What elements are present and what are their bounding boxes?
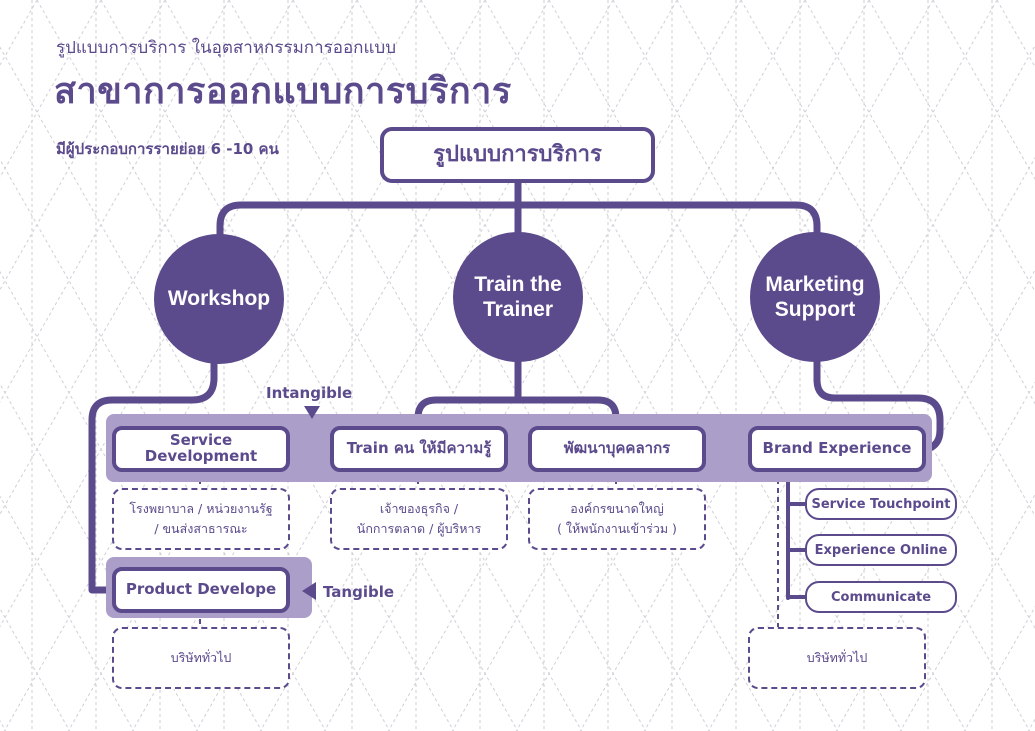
train-audience-box: เจ้าของธุรกิจ / นักการตลาด / ผู้บริหาร — [330, 488, 508, 550]
train-knowledge-node: Train คน ให้มีความรู้ — [330, 426, 508, 472]
service-dev-line2: Development — [144, 447, 258, 465]
train-bus — [414, 396, 620, 434]
service-audience-line2: / ขนส่งสาธารณะ — [154, 521, 248, 536]
subtitle: รูปแบบการบริการ ในอุตสาหกรรมการออกแบบ — [56, 38, 397, 58]
service-development-node: Service Development — [112, 426, 290, 472]
brand-child-experience-online: Experience Online — [805, 534, 957, 566]
brand-experience-node: Brand Experience — [748, 426, 926, 472]
product-develope-node: Product Develope — [112, 567, 290, 613]
intangible-label: Intangible — [266, 384, 353, 402]
marketing-support-circle: Marketing Support — [750, 232, 880, 362]
brand-child-communicate: Communicate — [805, 581, 957, 613]
marketing-label-line1: Marketing — [765, 272, 865, 296]
personnel-dev-label: พัฒนาบุคคลากร — [563, 439, 671, 458]
brand-child-service-touchpoint: Service Touchpoint — [805, 488, 957, 520]
service-dev-line1: Service — [169, 431, 233, 450]
personnel-audience-line2: ( ให้พนักงานเข้าร่วม ) — [557, 521, 677, 536]
brand-child-label: Experience Online — [814, 542, 948, 558]
workshop-link — [88, 356, 218, 594]
train-label-line1: Train the — [474, 272, 562, 296]
workshop-label: Workshop — [167, 287, 271, 311]
note: มีผู้ประกอบการรายย่อย 6 -10 คน — [56, 140, 279, 158]
train-label-line2: Trainer — [482, 298, 554, 321]
root-label: รูปแบบการบริการ — [433, 142, 602, 168]
brand-experience-label: Brand Experience — [762, 439, 912, 458]
personnel-dev-node: พัฒนาบุคคลากร — [528, 426, 706, 472]
brand-audience-box: บริษัททั่วไป — [748, 627, 926, 689]
product-develope-label: Product Develope — [125, 580, 277, 599]
root-node: รูปแบบการบริการ — [380, 127, 655, 183]
product-audience-box: บริษัททั่วไป — [112, 627, 290, 689]
service-audience-box: โรงพยาบาล / หน่วยงานรัฐ / ขนส่งสาธารณะ — [112, 488, 290, 550]
product-audience-label: บริษัททั่วไป — [170, 650, 232, 665]
workshop-circle: Workshop — [154, 234, 284, 364]
train-audience-line1: เจ้าของธุรกิจ / — [379, 501, 459, 516]
marketing-link — [813, 358, 944, 454]
marketing-label-line2: Support — [774, 298, 856, 321]
service-audience-line1: โรงพยาบาล / หน่วยงานรัฐ — [129, 501, 273, 516]
brand-tree — [786, 466, 808, 600]
page-title: สาขาการออกแบบการบริการ — [54, 71, 512, 112]
tangible-arrow-icon — [302, 582, 316, 600]
intangible-arrow-icon — [304, 406, 320, 419]
train-knowledge-label: Train คน ให้มีความรู้ — [346, 439, 492, 458]
brand-child-label: Service Touchpoint — [811, 496, 951, 512]
train-trainer-circle: Train the Trainer — [453, 232, 583, 362]
personnel-audience-box: องค์กรขนาดใหญ่ ( ให้พนักงานเข้าร่วม ) — [528, 488, 706, 550]
brand-audience-label: บริษัททั่วไป — [806, 650, 868, 665]
brand-child-label: Communicate — [830, 589, 932, 605]
tangible-label: Tangible — [323, 583, 395, 601]
personnel-audience-line1: องค์กรขนาดใหญ่ — [570, 501, 664, 516]
train-audience-line2: นักการตลาด / ผู้บริหาร — [356, 521, 482, 536]
